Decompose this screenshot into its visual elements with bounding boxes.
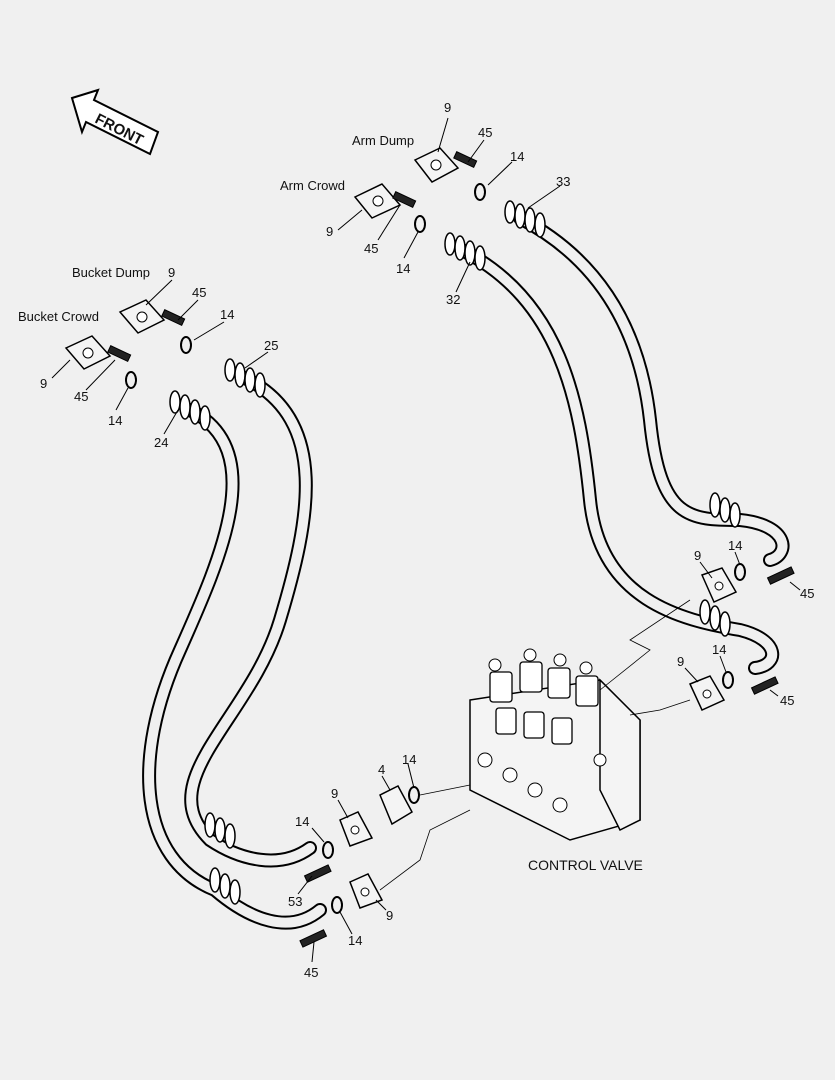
- valve-top-flange: [700, 567, 738, 603]
- valve-mid-flange: [688, 675, 726, 711]
- connection-lines: [379, 599, 691, 891]
- callout-bucket-dump-oring: 14: [220, 307, 234, 322]
- callout-bucket-dump-hose: 25: [264, 338, 278, 353]
- callout-bucket-dump-flange: 9: [168, 265, 175, 280]
- control-valve: CONTROL VALVE: [469, 648, 643, 873]
- callout-valve-top-flange: 9: [694, 548, 701, 563]
- callout-bucket-crowd-flange: 9: [40, 376, 47, 391]
- hose-arm-crowd: [455, 243, 780, 675]
- callout-arm-dump-flange: 9: [444, 100, 451, 115]
- callout-valve-top-oring: 14: [728, 538, 742, 553]
- callout-arm-dump-oring: 14: [510, 149, 524, 164]
- lower-bolt-2: [299, 929, 328, 948]
- bucket-crowd-flange: [64, 335, 112, 370]
- bucket-dump-oring: [180, 336, 192, 354]
- bucket-dump-label: Bucket Dump: [72, 265, 150, 280]
- bucket-crowd-bolt: [107, 345, 132, 363]
- callout-lower-bolt-2: 45: [304, 965, 318, 980]
- bucket-crowd-oring: [125, 371, 137, 389]
- callout-valve-mid-bolt: 45: [780, 693, 794, 708]
- arm-dump-flange: [413, 147, 460, 183]
- callout-arm-dump-hose: 33: [556, 174, 570, 189]
- adapter: [379, 785, 413, 826]
- leader-lines: [51, 117, 801, 963]
- bucket-dump-flange: [118, 299, 166, 334]
- arm-crowd-label: Arm Crowd: [280, 178, 345, 193]
- front-arrow: FRONT: [70, 88, 160, 156]
- lower-oring-2: [331, 896, 343, 914]
- lower-oring-1: [322, 841, 334, 859]
- arm-crowd-oring: [414, 215, 426, 233]
- lower-bolt-53: [303, 864, 332, 883]
- control-valve-label: CONTROL VALVE: [528, 857, 643, 873]
- callout-bucket-crowd-bolt: 45: [74, 389, 88, 404]
- arm-dump-bolt: [453, 151, 478, 169]
- callout-arm-crowd-oring: 14: [396, 261, 410, 276]
- callout-valve-mid-oring: 14: [712, 642, 726, 657]
- bucket-dump-bolt: [161, 309, 186, 327]
- callout-bucket-crowd-oring: 14: [108, 413, 122, 428]
- arm-crowd-bolt: [392, 191, 417, 209]
- callout-lower-bolt-53: 53: [288, 894, 302, 909]
- valve-mid-bolt: [750, 676, 779, 695]
- callout-arm-crowd-flange: 9: [326, 224, 333, 239]
- arm-crowd-flange: [353, 183, 402, 219]
- callout-arm-crowd-bolt: 45: [364, 241, 378, 256]
- callout-lower-flange-1: 9: [331, 786, 338, 801]
- callout-valve-top-bolt: 45: [800, 586, 814, 601]
- valve-top-bolt: [766, 566, 795, 585]
- bucket-crowd-label: Bucket Crowd: [18, 309, 99, 324]
- hose-bucket-dump: [184, 371, 317, 868]
- valve-top-oring: [734, 563, 746, 581]
- hose-end-fittings: [169, 200, 741, 905]
- callout-adapter-oring: 14: [402, 752, 416, 767]
- lower-flange-1: [339, 811, 374, 847]
- callout-arm-crowd-hose: 32: [446, 292, 460, 307]
- hose-bucket-crowd: [142, 403, 327, 930]
- arm-dump-label: Arm Dump: [352, 133, 414, 148]
- hose-arm-dump: [513, 211, 790, 567]
- callout-lower-oring-1: 14: [295, 814, 309, 829]
- lower-flange-2: [349, 873, 384, 909]
- callout-bucket-dump-bolt: 45: [192, 285, 206, 300]
- callout-lower-flange-2: 9: [386, 908, 393, 923]
- callout-adapter: 4: [378, 762, 385, 777]
- valve-mid-oring: [722, 671, 734, 689]
- callout-arm-dump-bolt: 45: [478, 125, 492, 140]
- adapter-oring: [408, 786, 420, 804]
- arm-dump-oring: [474, 183, 486, 201]
- callout-valve-mid-flange: 9: [677, 654, 684, 669]
- callout-bucket-crowd-hose: 24: [154, 435, 168, 450]
- callout-lower-oring-2: 14: [348, 933, 362, 948]
